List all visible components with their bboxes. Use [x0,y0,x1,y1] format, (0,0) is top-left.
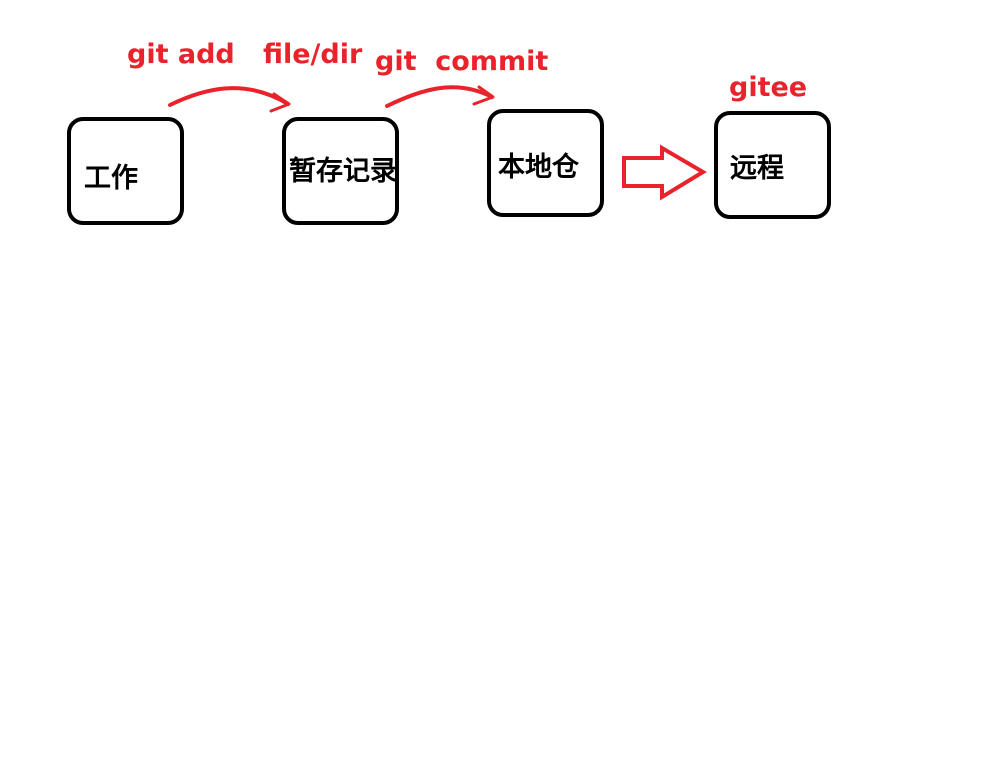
node-working-box [67,117,184,225]
node-remote-label: 远程 [730,153,784,184]
node-staging-label: 暂存记录 [289,155,397,187]
node-working-label: 工作 [84,163,138,194]
edge-commit-arrow [385,85,495,108]
edge-commit-arrowhead [472,85,495,106]
edge-add-curve [168,86,290,107]
node-working: 工作 [67,117,184,225]
push-block-arrow [622,144,707,201]
node-local-repo-box [487,109,604,217]
edge-add-label: git add file/dir [127,39,363,70]
remote-name-label: gitee [729,72,807,103]
edge-commit-curve [385,85,494,108]
edge-add-arrowhead [269,92,291,113]
edge-add-arrow [168,86,291,113]
node-local-repo-label: 本地仓 [498,152,580,183]
node-staging: 暂存记录 [282,117,399,225]
node-local-repo: 本地仓 [487,109,604,217]
node-remote-box [714,111,831,219]
node-staging-box [282,117,399,225]
node-remote: 远程 [714,111,831,219]
edge-commit-label: git commit [375,46,548,77]
